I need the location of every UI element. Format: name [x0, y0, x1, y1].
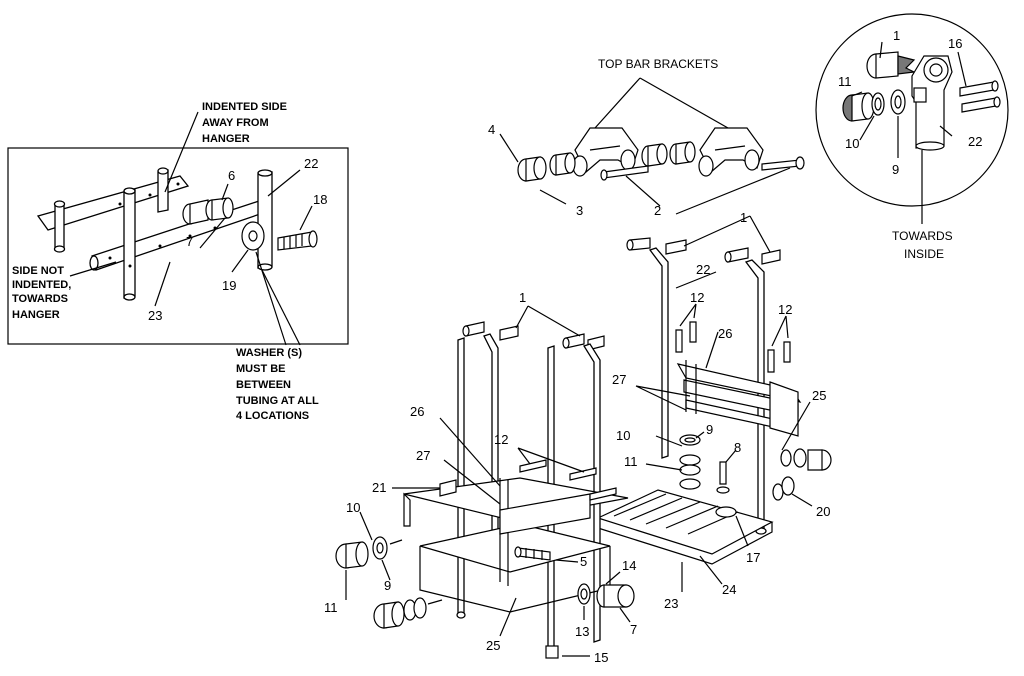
note-washer: WASHER (S) MUST BE BETWEEN TUBING AT ALL… — [236, 347, 322, 422]
middle-caps — [641, 141, 696, 167]
callout-12-left: 12 — [494, 432, 508, 447]
callout-10-left: 10 — [346, 500, 360, 515]
bolts-16 — [959, 80, 1001, 113]
detail-circle — [815, 13, 1009, 207]
bolt-18 — [277, 230, 318, 251]
callout-26-left: 26 — [410, 404, 424, 419]
callout-9: 9 — [892, 162, 899, 177]
callout-19: 19 — [222, 278, 236, 293]
left-inset-border — [7, 147, 349, 345]
callout-12-a: 12 — [690, 290, 704, 305]
callout-1: 1 — [893, 28, 900, 43]
callout-8-right: 8 — [734, 440, 741, 455]
callout-1-left-frame: 1 — [519, 290, 526, 305]
callout-7-left: 7 — [630, 622, 637, 637]
top-bar-brackets-title: TOP BAR BRACKETS — [598, 57, 718, 71]
callout-13: 13 — [575, 624, 589, 639]
callout-17: 17 — [746, 550, 760, 565]
callout-2: 2 — [654, 203, 661, 218]
callout-27-left: 27 — [416, 448, 430, 463]
note-towards-inside: TOWARDS INSIDE — [892, 229, 956, 261]
bracket-22 — [911, 55, 953, 151]
screws-12-left — [517, 447, 617, 501]
callout-10-right: 10 — [616, 428, 630, 443]
upright-tube-22 — [257, 171, 273, 269]
callout-20: 20 — [816, 504, 830, 519]
washer-19 — [241, 221, 265, 251]
part-5 — [514, 546, 551, 561]
note-side-not-indented: SIDE NOT INDENTED, TOWARDS HANGER — [12, 265, 74, 321]
bracket-right — [698, 127, 764, 177]
callout-16: 16 — [948, 36, 962, 51]
callout-9-right: 9 — [706, 422, 713, 437]
callout-21: 21 — [372, 480, 386, 495]
callout-3: 3 — [576, 203, 583, 218]
callout-23-main: 23 — [664, 596, 678, 611]
callout-11-left: 11 — [324, 600, 338, 615]
callout-23: 23 — [148, 308, 162, 323]
callout-25-right: 25 — [812, 388, 826, 403]
bolts-2 — [600, 156, 805, 181]
callout-1-right-frame: 1 — [740, 210, 747, 225]
left-frame: 1 15 26 27 12 21 — [324, 290, 637, 665]
callout-15: 15 — [594, 650, 608, 665]
callout-9-left: 9 — [384, 578, 391, 593]
callout-26-right: 26 — [718, 326, 732, 341]
front-tube — [91, 199, 267, 271]
callout-6: 6 — [228, 168, 235, 183]
callout-22: 22 — [304, 156, 318, 171]
callout-4: 4 — [488, 122, 495, 137]
callout-24: 24 — [722, 582, 736, 597]
callout-22-main: 22 — [696, 262, 710, 277]
callout-14: 14 — [622, 558, 636, 573]
callout-25-left: 25 — [486, 638, 500, 653]
callout-12-b: 12 — [778, 302, 792, 317]
callout-7: 7 — [186, 234, 193, 249]
note-indented-side: INDENTED SIDE AWAY FROM HANGER — [202, 101, 290, 145]
end-caps-4 — [517, 152, 576, 182]
caps-left-lower — [373, 597, 443, 629]
right-frame: 22 12 12 26 27 25 — [596, 210, 832, 611]
callout-10: 10 — [845, 136, 859, 151]
callout-5: 5 — [580, 554, 587, 569]
right-inset: 1 16 11 10 9 22 TOWARDS INSIDE — [815, 13, 1009, 261]
caps-left-upper — [335, 536, 403, 569]
callout-27-right: 27 — [612, 372, 626, 387]
left-inset: INDENTED SIDE AWAY FROM HANGER SIDE NOT … — [7, 101, 349, 422]
screws-12-right — [675, 303, 791, 373]
callout-11-right: 11 — [624, 454, 638, 469]
stack-10-9-11 — [679, 434, 730, 494]
caps-14-13-7 — [577, 583, 635, 608]
callout-22: 22 — [968, 134, 982, 149]
cap-1 — [866, 51, 917, 79]
caps-11-10-9 — [842, 89, 906, 122]
top-bar-brackets: TOP BAR BRACKETS — [488, 57, 805, 218]
callout-18: 18 — [313, 192, 327, 207]
callout-11: 11 — [838, 74, 852, 89]
